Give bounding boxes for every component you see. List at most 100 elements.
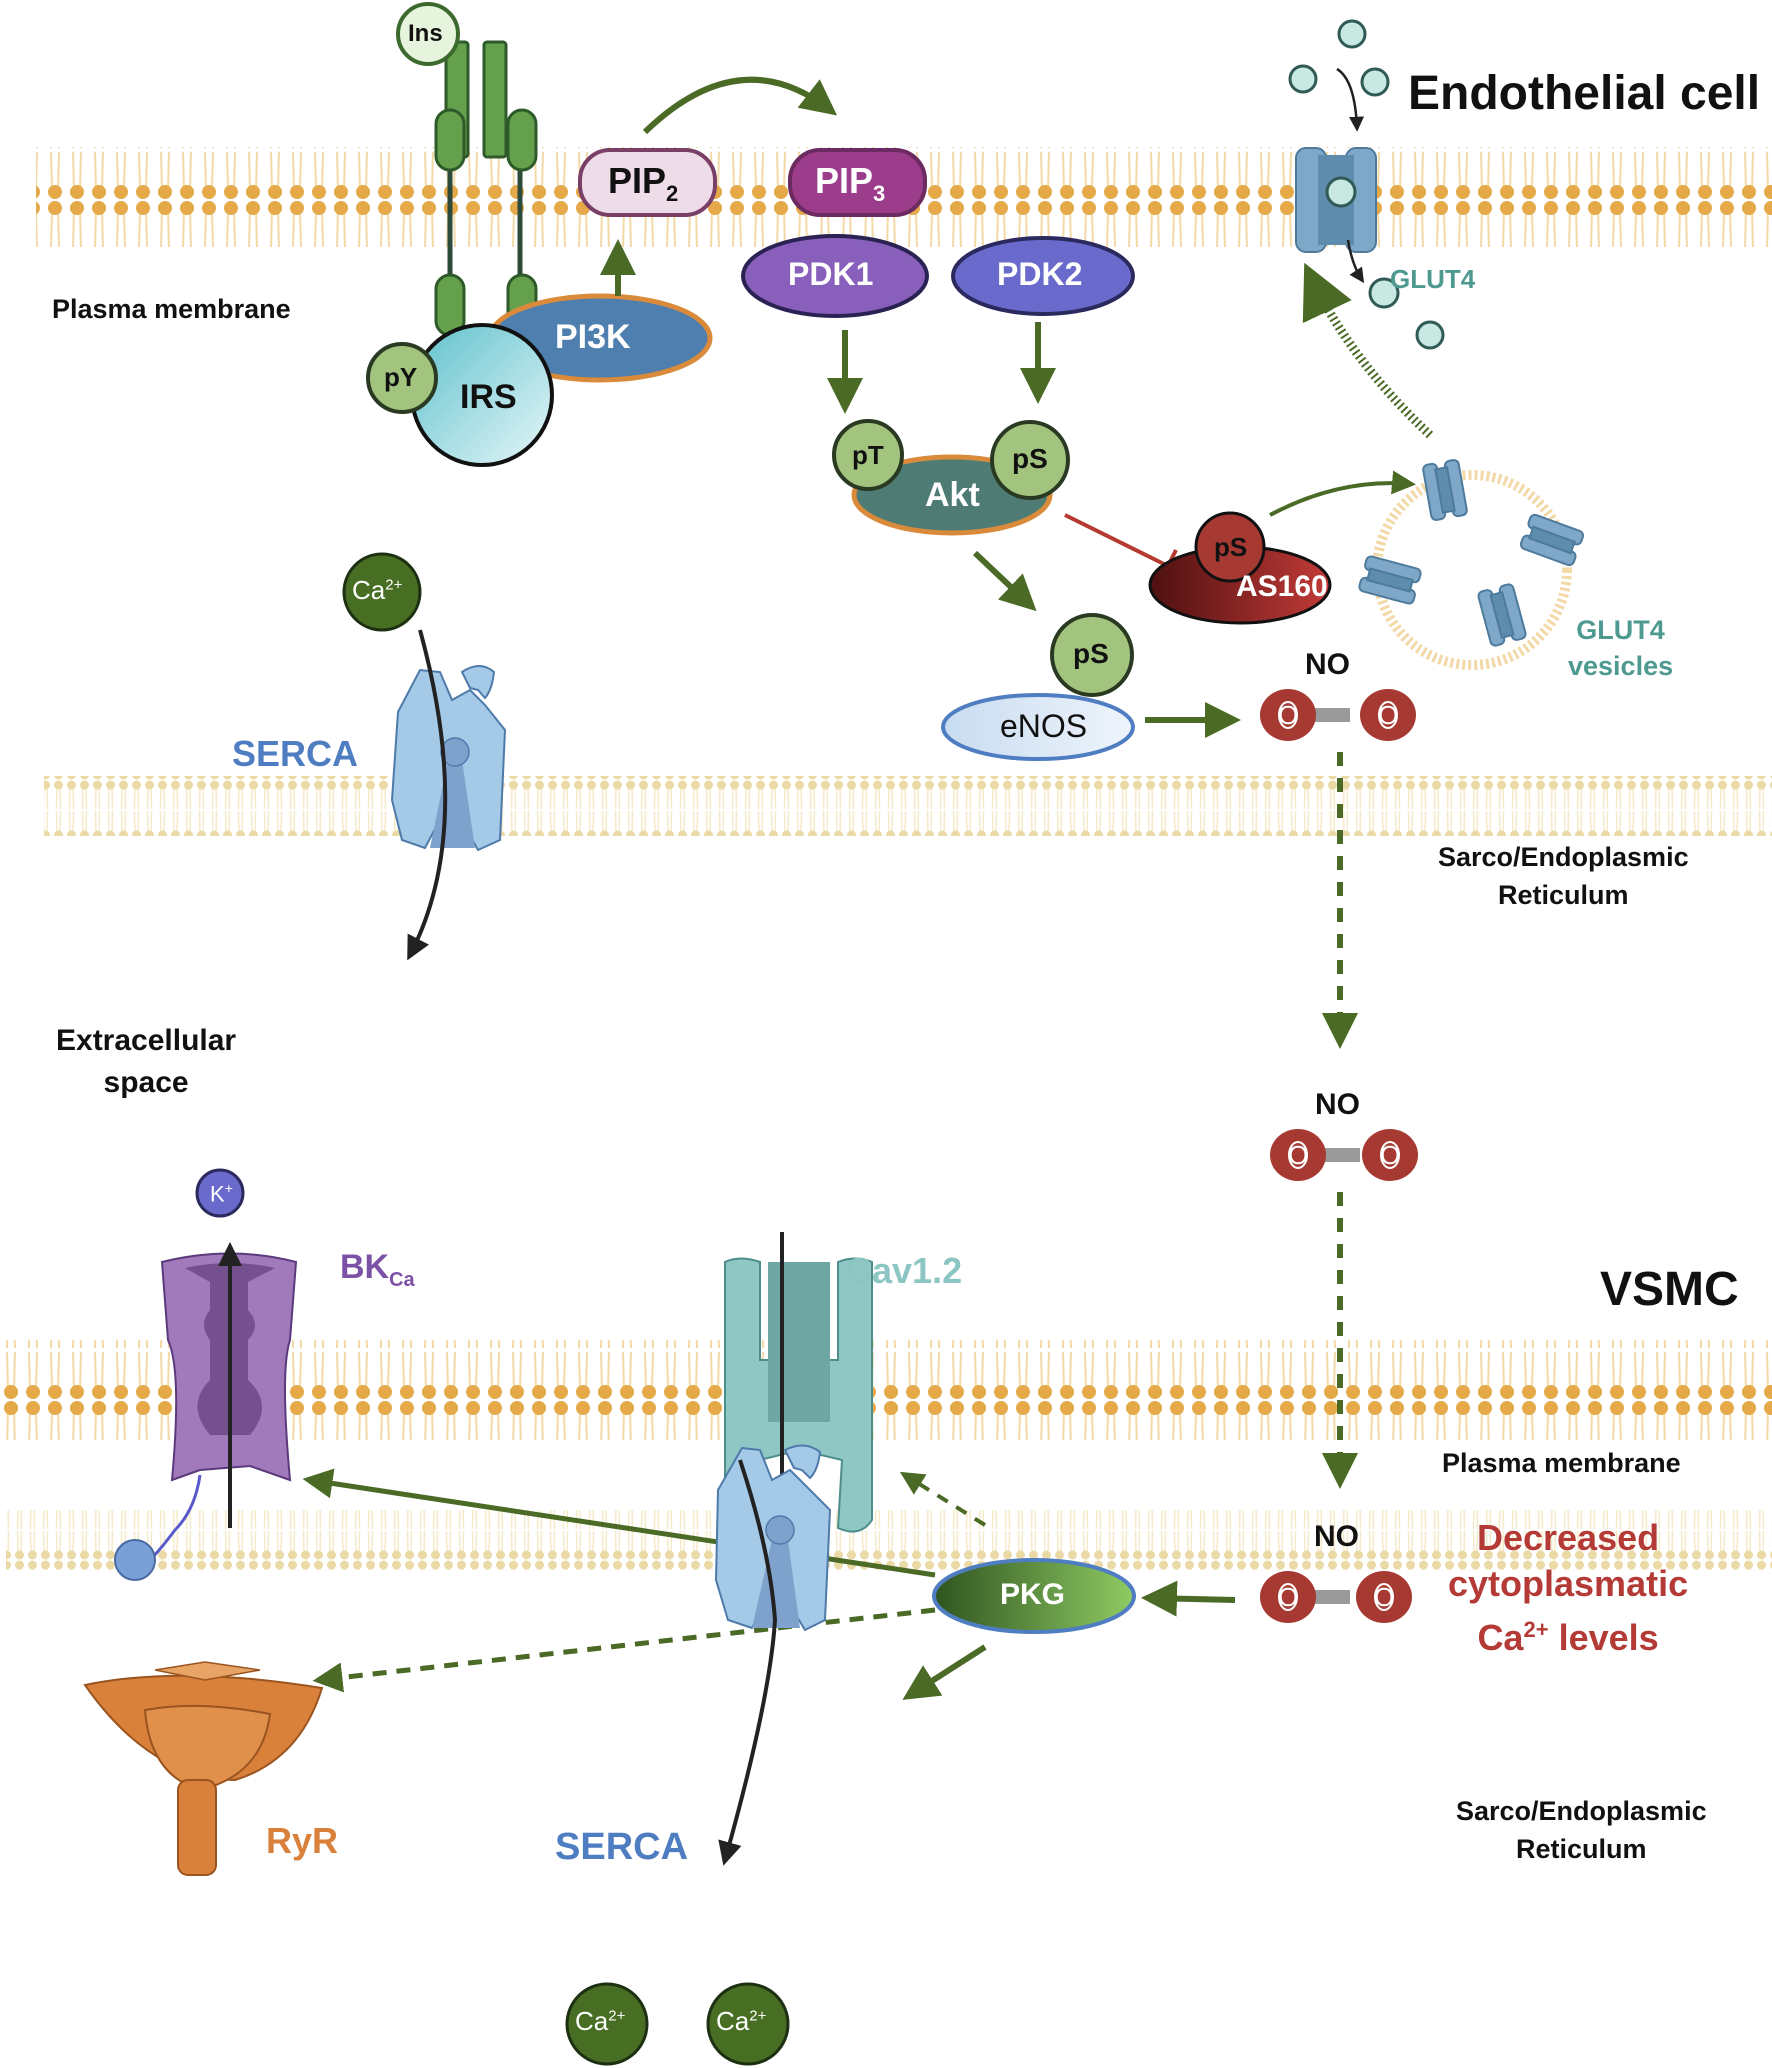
pt-phosphate (832, 419, 904, 491)
label-enos: eNOS (1000, 708, 1088, 744)
pip3-lipid (788, 148, 927, 217)
ryr-channel (83, 1661, 324, 1876)
inhibit-akt-as160 (1064, 513, 1169, 568)
glucose-molecule (1360, 67, 1390, 97)
label-ins: Ins (408, 20, 443, 47)
label-py: pY (384, 362, 418, 392)
no2-o-left: O (1288, 1140, 1309, 1170)
label-plasma-membrane-top: Plasma membrane (52, 294, 291, 324)
pip3-text: PIP (815, 160, 874, 201)
glucose-molecule (1415, 320, 1445, 350)
arrow-pkg-to-bkca (302, 1468, 936, 1578)
no-molecule-3 (1260, 1571, 1412, 1623)
label-as160: AS160 (1236, 570, 1328, 603)
label-k-ion: K+ (210, 1180, 233, 1207)
pip3-subscript: 3 (873, 181, 886, 207)
label-akt: Akt (925, 476, 980, 514)
endothelial-er-membrane (44, 776, 1772, 836)
ca-bottom-2-text: Ca (716, 2006, 750, 2036)
label-er-top-line1: Sarco/Endoplasmic (1438, 842, 1689, 872)
ca-ion-bottom-2 (706, 1982, 790, 2066)
ca-top-superscript: 2+ (385, 576, 403, 594)
label-er-bottom-line2: Reticulum (1516, 1834, 1647, 1864)
outcome-line1: Decreased (1476, 1517, 1660, 1558)
label-er-bottom-line1: Sarco/Endoplasmic (1456, 1796, 1707, 1826)
title-endothelial-cell: Endothelial cell (1408, 67, 1761, 120)
label-ps-as160: pS (1214, 532, 1248, 562)
ps-akt-phosphate (990, 420, 1070, 500)
ca-top-text: Ca (352, 575, 386, 605)
label-ca-bottom-1: Ca2+ (575, 2006, 625, 2037)
no-molecule-1 (1260, 689, 1416, 741)
label-cav12: Cav1.2 (846, 1250, 963, 1291)
ca-transport-arrow-bottom (718, 1459, 778, 1866)
serca-pump-top (390, 665, 507, 852)
label-pip2: PIP2 (608, 160, 678, 207)
label-er-bottom: Sarco/Endoplasmic Reticulum (1456, 1792, 1707, 1868)
label-glut4: GLUT4 (1390, 264, 1476, 294)
arrow-vesicle-translocation (1302, 262, 1434, 439)
label-bkca: BKCa (340, 1248, 415, 1292)
label-ps-akt: pS (1012, 443, 1048, 474)
enos-enzyme (941, 693, 1135, 761)
k-ion (195, 1168, 245, 1218)
no1-o-left: O (1278, 700, 1299, 730)
py-phosphate (366, 342, 438, 414)
vsmc-er-membrane (6, 1510, 1772, 1570)
label-extracellular-space: Extracellular space (56, 1020, 236, 1104)
label-pt: pT (852, 440, 884, 470)
vsmc-plasma-membrane (0, 1340, 1772, 1440)
insulin-molecule (396, 2, 460, 66)
bkca-text: BK (340, 1248, 390, 1286)
label-extracellular-line1: Extracellular (56, 1024, 237, 1057)
glucose-molecule (1325, 176, 1357, 208)
label-plasma-membrane-bottom: Plasma membrane (1442, 1448, 1681, 1478)
k-text: K (210, 1181, 225, 1207)
bkca-subscript: Ca (389, 1268, 415, 1291)
no3-o-left: O (1278, 1582, 1299, 1612)
glut4-transporter (1295, 147, 1377, 253)
label-ca-top: Ca2+ (352, 575, 402, 606)
glucose-molecule (1337, 19, 1367, 49)
glucose-molecule (1288, 64, 1318, 94)
label-serca-top: SERCA (232, 733, 359, 774)
k-superscript: + (224, 1180, 233, 1196)
label-no-2: NO (1315, 1088, 1360, 1121)
pkg-kinase (932, 1558, 1136, 1634)
label-irs: IRS (460, 378, 517, 416)
arrow-pkg-to-serca (902, 1644, 987, 1700)
pdk1-enzyme (741, 234, 929, 318)
ca-bottom-2-superscript: 2+ (749, 2007, 767, 2025)
no3-o-right: O (1374, 1582, 1395, 1612)
label-ryr: RyR (266, 1820, 339, 1861)
title-vsmc: VSMC (1600, 1263, 1739, 1316)
arrow-pkg-to-ryr (312, 1607, 936, 1693)
ca-bottom-1-text: Ca (575, 2006, 609, 2036)
ps-enos-phosphate (1050, 613, 1134, 697)
label-ps-enos: pS (1073, 638, 1109, 669)
arrow-as160-to-glut4-vesicle (1269, 470, 1416, 517)
label-no-3: NO (1314, 1520, 1359, 1553)
pip2-text: PIP (608, 160, 667, 201)
label-pkg: PKG (1000, 1578, 1066, 1611)
serca-pump-bottom (714, 1444, 832, 1632)
label-glut4-vesicles-line2: vesicles (1568, 651, 1674, 681)
no2-o-right: O (1380, 1140, 1401, 1170)
label-er-top: Sarco/Endoplasmic Reticulum (1438, 838, 1689, 914)
glucose-exit-arrow (1346, 239, 1365, 284)
outcome-ca-text: Ca (1477, 1617, 1524, 1658)
outcome-ca-superscript: 2+ (1523, 1617, 1549, 1642)
arrow-pkg-to-cav12 (899, 1471, 987, 1527)
label-pi3k: PI3K (555, 318, 631, 356)
label-glut4-vesicles-line1: GLUT4 (1576, 615, 1665, 645)
label-no-1: NO (1305, 648, 1350, 681)
pip2-lipid (578, 148, 717, 217)
ps-as160-phosphate (1194, 511, 1266, 583)
glut4-vesicle (1358, 459, 1585, 670)
label-pdk1: PDK1 (788, 256, 874, 292)
glucose-entry-arrow (1336, 67, 1365, 132)
ca-transport-arrow-top (407, 629, 448, 961)
arrow-no-to-pkg (1141, 1580, 1236, 1617)
label-ca-bottom-2: Ca2+ (716, 2006, 766, 2037)
